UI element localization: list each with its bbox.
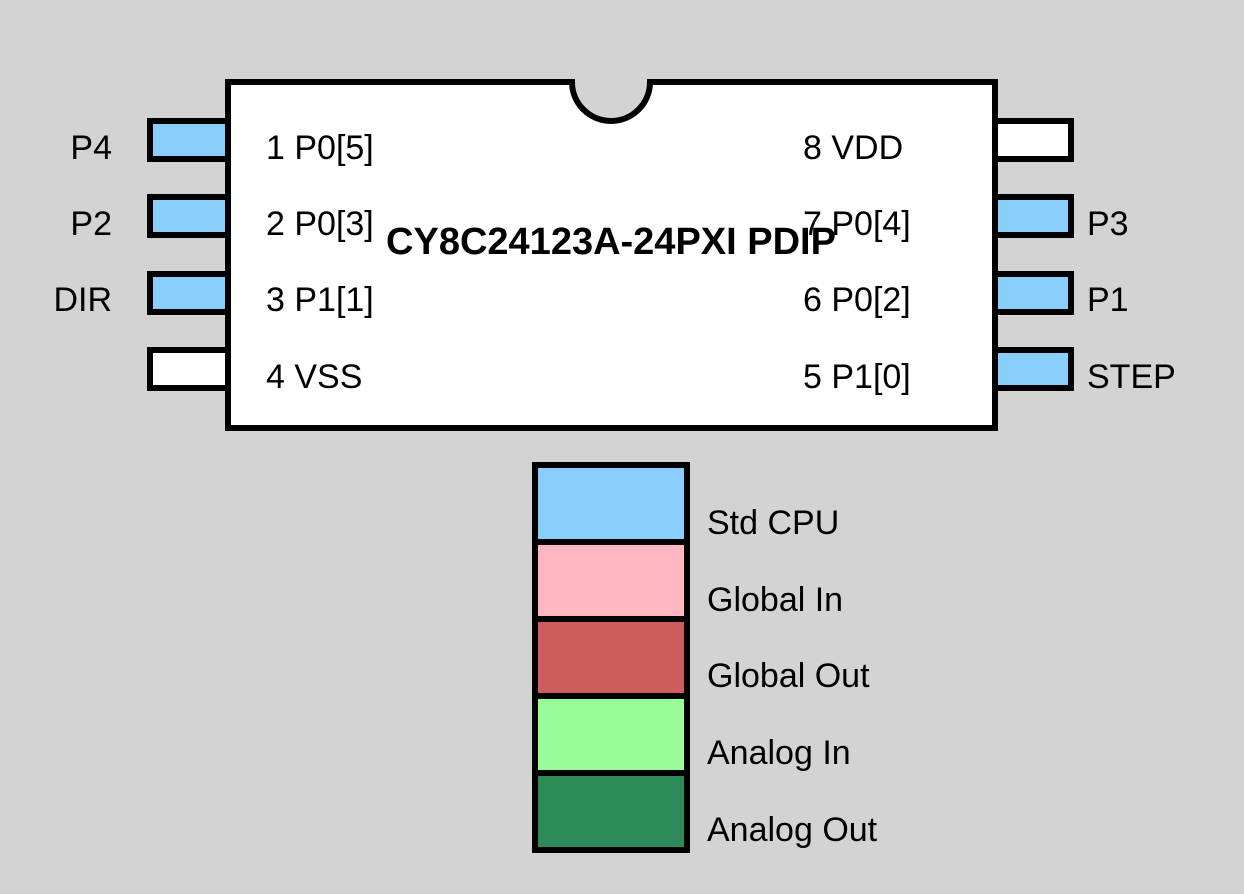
chip-title: CY8C24123A-24PXI PDIP (386, 221, 836, 263)
left-pin-4 (147, 347, 231, 391)
pin-name-1: 1 P0[5] (266, 129, 374, 167)
pin-name-7: 7 P0[4] (803, 205, 911, 243)
right-pin-6 (992, 271, 1074, 315)
pin-name-5: 5 P1[0] (803, 358, 911, 396)
legend-swatch-std-cpu (532, 462, 690, 545)
legend-swatch-analog-in (532, 693, 690, 776)
legend-label-global-out: Global Out (707, 657, 870, 695)
legend-label-analog-out: Analog Out (707, 811, 878, 849)
legend-swatch-global-out (532, 616, 690, 699)
left-pin-2 (147, 194, 231, 238)
right-pin-8 (992, 118, 1074, 162)
pin-name-4: 4 VSS (266, 358, 362, 396)
left-pin-label-3: DIR (53, 281, 112, 319)
left-pin-label-1: P4 (70, 129, 112, 167)
legend-swatch-analog-out (532, 770, 690, 853)
left-pin-3 (147, 271, 231, 315)
right-pin-label-6: P1 (1087, 281, 1129, 319)
right-pin-5 (992, 347, 1074, 391)
pin-name-3: 3 P1[1] (266, 281, 374, 319)
legend-swatch-global-in (532, 539, 690, 622)
legend-label-analog-in: Analog In (707, 734, 851, 772)
right-pin-label-5: STEP (1087, 358, 1176, 396)
legend-label-global-in: Global In (707, 581, 843, 619)
chip-body (225, 79, 998, 431)
legend-label-std-cpu: Std CPU (707, 504, 839, 542)
pin-name-6: 6 P0[2] (803, 281, 911, 319)
pin-name-8: 8 VDD (803, 129, 903, 167)
left-pin-label-2: P2 (70, 205, 112, 243)
left-pin-1 (147, 118, 231, 162)
pin-name-2: 2 P0[3] (266, 205, 374, 243)
right-pin-label-7: P3 (1087, 205, 1129, 243)
right-pin-7 (992, 194, 1074, 238)
